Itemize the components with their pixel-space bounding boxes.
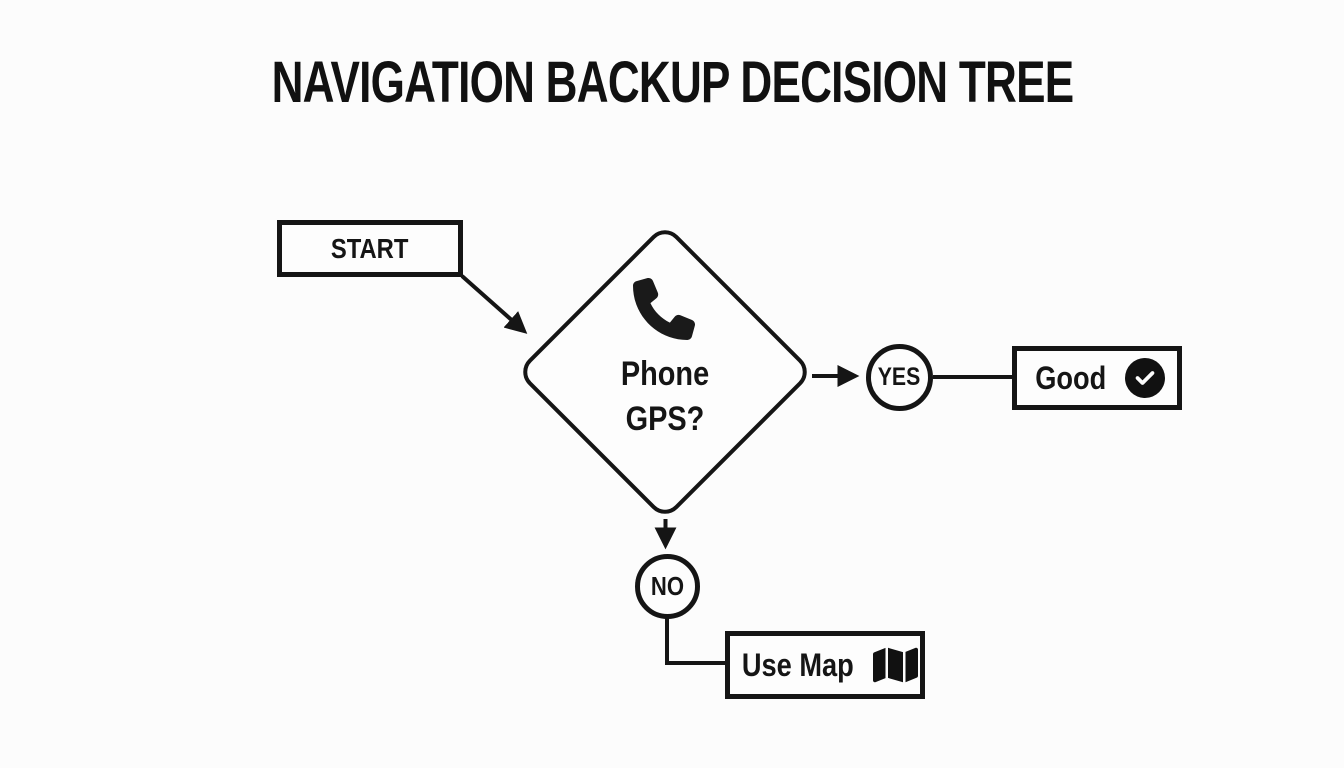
start-node: START [277,220,463,277]
yes-badge-label: YES [878,363,921,391]
page-title: NAVIGATION BACKUP DECISION TREE [0,49,1344,116]
decision-label-line2: GPS? [625,400,705,438]
use-map-outcome-node: Use Map [725,631,925,699]
good-outcome-node: Good [1012,346,1182,410]
start-node-label: START [331,232,409,264]
connector-start-to-decision [460,274,528,334]
no-connector-badge: NO [635,554,700,619]
yes-connector-badge: YES [866,344,933,411]
decision-label-line1: Phone [620,355,710,393]
no-badge-label: NO [650,571,685,601]
map-icon [872,647,918,683]
use-map-node-label: Use Map [742,646,854,683]
phone-icon-glyph [633,278,695,340]
page-title-text: NAVIGATION BACKUP DECISION TREE [271,50,1074,115]
connector-no-to-use-map [665,618,727,665]
good-node-label: Good [1034,359,1107,396]
decision-node-label: Phone GPS? [565,352,765,442]
phone-icon [633,278,695,340]
decision-diamond-shape [523,230,807,514]
check-circle-icon [1125,358,1166,398]
